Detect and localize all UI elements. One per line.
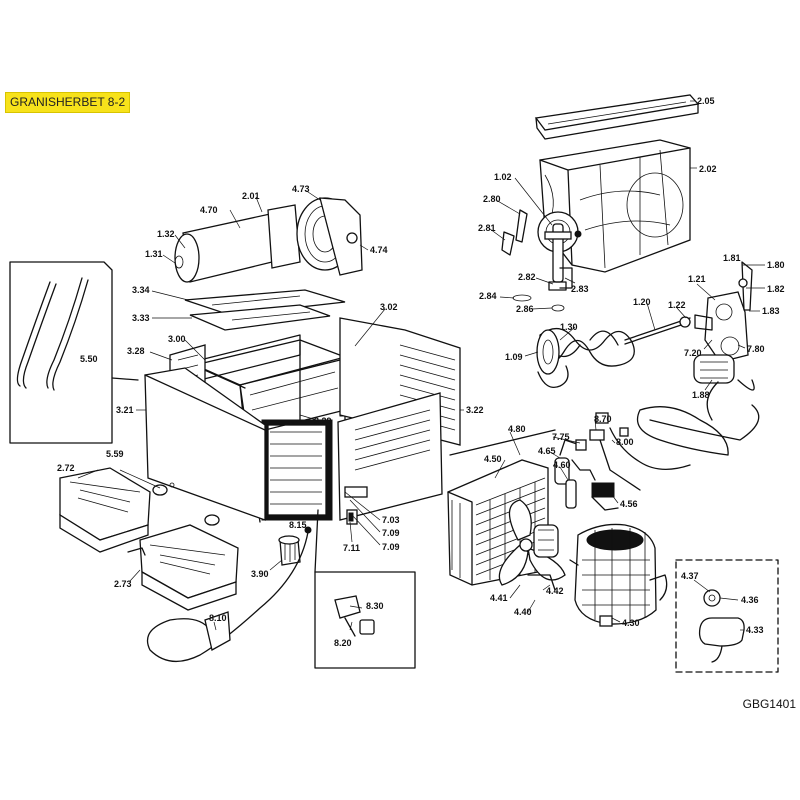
drip-tray-rear — [127, 524, 239, 611]
part-label: 4.40 — [514, 607, 532, 617]
part-label: 4.65 — [538, 446, 556, 456]
part-label: 1.21 — [688, 274, 706, 284]
part-label: 1.02 — [494, 172, 512, 182]
part-label: 4.33 — [746, 625, 764, 635]
part-label: 8.30 — [366, 601, 384, 611]
part-label: 3.28 — [127, 346, 145, 356]
part-label: 3.00 — [168, 334, 186, 344]
part-label: 1.83 — [762, 306, 780, 316]
part-label: 2.72 — [57, 463, 75, 473]
part-label: 1.09 — [505, 352, 523, 362]
part-label: 1.31 — [145, 249, 163, 259]
start-relay-inset — [675, 559, 779, 673]
part-label: 7.11 — [343, 543, 360, 553]
hose-inset-box — [9, 261, 139, 444]
part-number-labels: 2.05 2.02 1.02 2.80 2.81 2.82 2.83 2.84 … — [57, 96, 785, 648]
switch-panel — [337, 392, 443, 525]
part-label: 5.50 — [80, 354, 98, 364]
auger-spiral — [536, 316, 691, 389]
part-label: 7.09 — [382, 542, 400, 552]
part-label: 2.01 — [242, 191, 260, 201]
foot-knob — [278, 535, 301, 566]
power-cable — [146, 526, 312, 662]
compressor — [569, 523, 668, 627]
left-front-panel — [144, 367, 266, 521]
part-label: 2.81 — [478, 223, 496, 233]
wiring-harness — [595, 404, 760, 470]
part-label: 8.10 — [209, 613, 227, 623]
hopper-bowl — [539, 139, 691, 273]
part-label: 7.09 — [382, 528, 400, 538]
gear-motor-assembly — [693, 261, 755, 421]
fan-motor-assembly — [174, 197, 363, 283]
part-label: 4.56 — [620, 499, 638, 509]
part-label: 4.42 — [546, 586, 564, 596]
part-label: 3.22 — [466, 405, 484, 415]
part-label: 7.80 — [747, 344, 765, 354]
part-label: 3.34 — [132, 285, 150, 295]
part-label: 2.80 — [483, 194, 501, 204]
part-label: 3.90 — [251, 569, 269, 579]
part-label: 1.82 — [767, 284, 785, 294]
part-label: 7.20 — [684, 348, 702, 358]
part-label: 1.22 — [668, 300, 686, 310]
top-plate-assembly — [184, 289, 346, 331]
part-label: 1.88 — [692, 390, 710, 400]
drawing-code: GBG1401 — [742, 697, 796, 711]
leader-lines — [77, 100, 765, 631]
hopper-lid — [534, 94, 700, 140]
part-label: 1.32 — [157, 229, 175, 239]
part-label: 8.70 — [594, 414, 612, 424]
part-label: 3.21 — [116, 405, 134, 415]
part-label: 4.50 — [484, 454, 502, 464]
part-label: 2.83 — [571, 284, 589, 294]
part-label: 3.29 — [314, 416, 332, 426]
part-label: 1.80 — [767, 260, 785, 270]
part-label: 4.60 — [553, 460, 571, 470]
part-label: 4.70 — [200, 205, 218, 215]
part-label: 8.00 — [616, 437, 634, 447]
part-label: 1.81 — [723, 253, 741, 263]
dispensing-tap-assembly — [501, 209, 582, 312]
part-label: 7.03 — [382, 515, 400, 525]
part-label: 4.73 — [292, 184, 310, 194]
part-label: 8.15 — [289, 520, 307, 530]
part-label: 1.20 — [633, 297, 651, 307]
part-label: 2.73 — [114, 579, 132, 589]
part-label: 7.75 — [552, 432, 570, 442]
fuse-holder-inset — [314, 509, 416, 669]
part-label: 4.37 — [681, 571, 699, 581]
part-label: 2.05 — [697, 96, 715, 106]
part-label: 2.82 — [518, 272, 536, 282]
part-label: 1.30 — [560, 322, 578, 332]
part-label: 4.30 — [622, 618, 640, 628]
part-label: 2.02 — [699, 164, 717, 174]
part-label: 3.33 — [132, 313, 150, 323]
part-label: 4.74 — [370, 245, 388, 255]
part-label: 4.36 — [741, 595, 759, 605]
part-label: 8.20 — [334, 638, 352, 648]
part-label: 2.86 — [516, 304, 534, 314]
part-label: 3.02 — [380, 302, 398, 312]
part-label: 2.84 — [479, 291, 497, 301]
refrigeration-valves — [554, 429, 641, 511]
part-label: 4.41 — [490, 593, 508, 603]
part-label: 5.59 — [106, 449, 124, 459]
tray-grille-discs — [152, 484, 220, 526]
drip-tray-front — [59, 467, 151, 553]
part-label: 4.80 — [508, 424, 526, 434]
model-title-badge: GRANISHERBET 8-2 — [5, 92, 131, 113]
condenser-fan — [498, 499, 566, 591]
